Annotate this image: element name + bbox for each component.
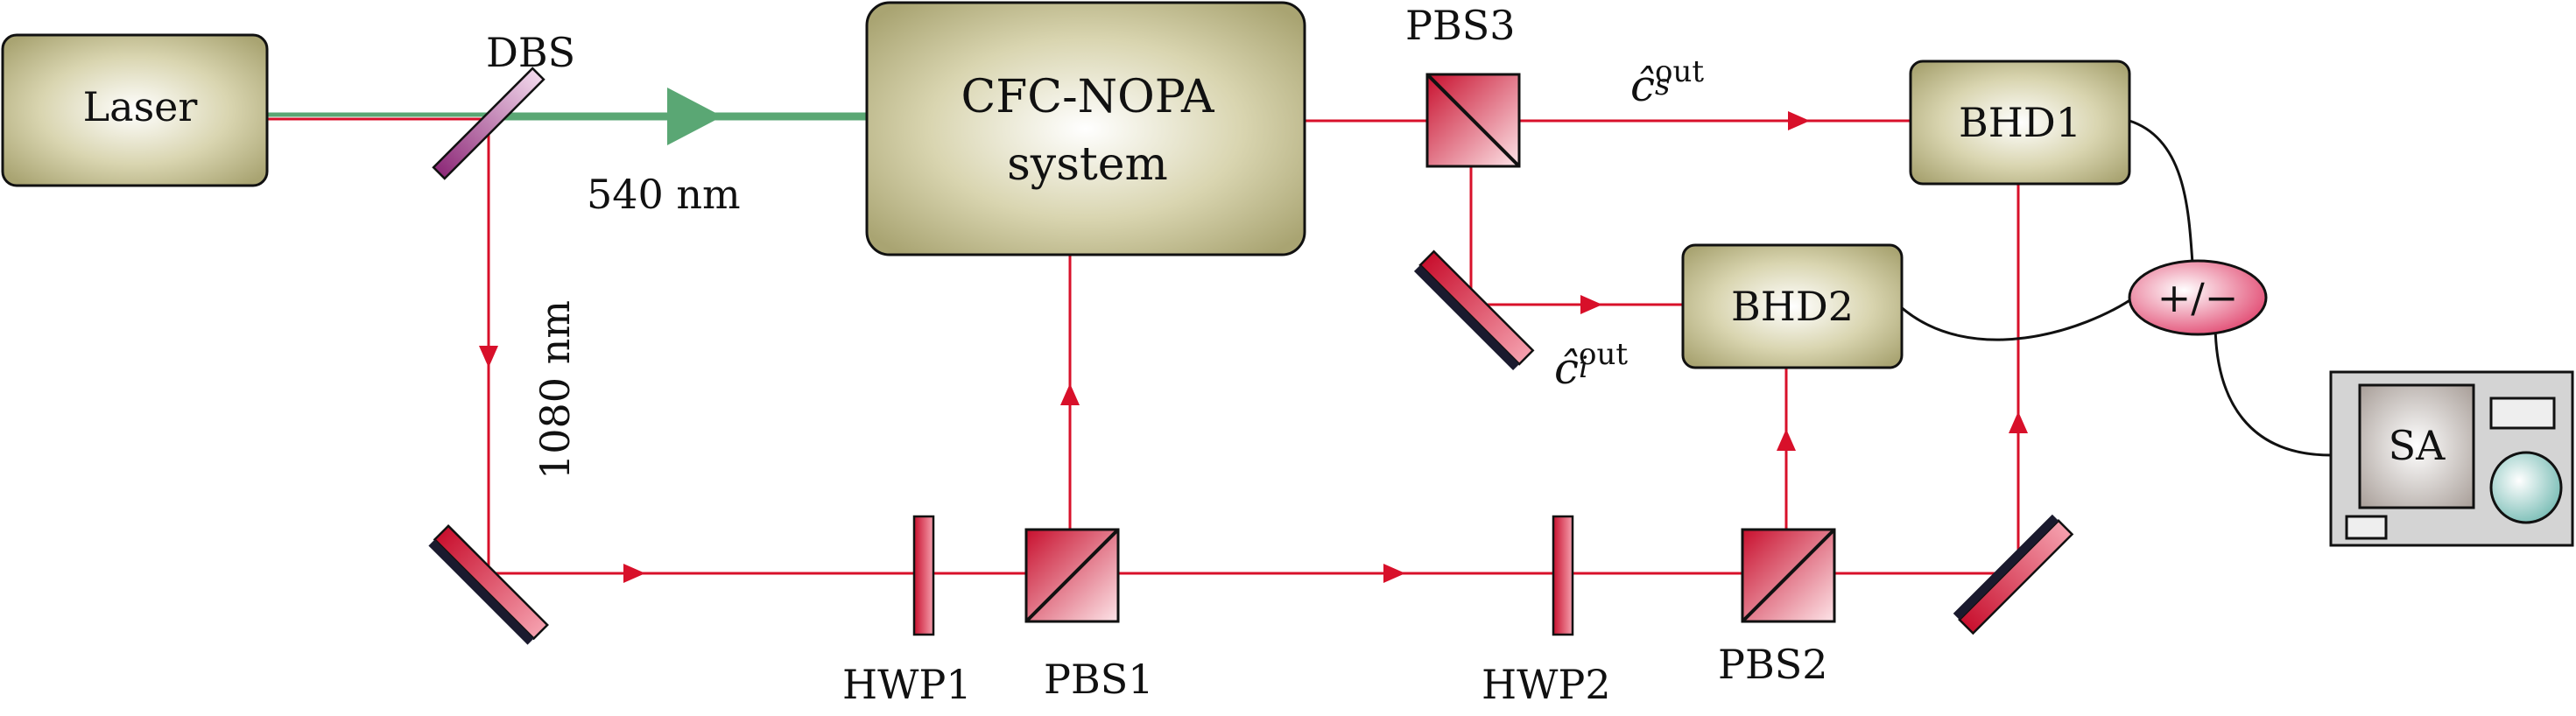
laser-label: Laser xyxy=(83,83,198,130)
pbs1-cube xyxy=(1024,528,1120,623)
hwp1-plate xyxy=(912,515,935,636)
arrow-pbs2-up xyxy=(1777,429,1796,451)
signal-output-sup: out xyxy=(1655,54,1704,89)
cable-bhd2-combiner xyxy=(1899,294,2137,341)
mirror-bottom-left-face xyxy=(433,524,549,641)
bhd1-label: BHD1 xyxy=(1959,99,2081,146)
hwp1-label: HWP1 xyxy=(842,661,972,708)
dbs-plate xyxy=(432,67,545,180)
mirror-idler xyxy=(1413,249,1535,371)
pbs3-diagonal xyxy=(1425,73,1521,168)
arrow-signal xyxy=(1788,111,1810,130)
bhd1-box: BHD1 xyxy=(1909,60,2131,186)
dbs-mirror xyxy=(432,67,545,180)
cfc-nopa-label-line1: CFC-NOPA xyxy=(961,71,1215,123)
arrow-bottom-2 xyxy=(1383,564,1405,583)
mirror-bottom-right-face xyxy=(1958,519,2074,635)
cfc-nopa-box-body xyxy=(865,1,1306,256)
bhd1-box-body xyxy=(1909,60,2131,186)
pbs1-label: PBS1 xyxy=(1044,656,1154,703)
pbs2-cube xyxy=(1741,528,1836,623)
idler-output-sub: i xyxy=(1579,350,1588,385)
pbs3-label: PBS3 xyxy=(1405,2,1516,49)
pbs1-diagonal xyxy=(1024,528,1120,623)
idler-output-base: ĉ xyxy=(1554,343,1579,394)
bhd2-box-body xyxy=(1681,243,1904,369)
wavelength-red-label: 1080 nm xyxy=(531,300,579,480)
cable-combiner-sa xyxy=(2214,321,2332,457)
arrow-pbs1-up xyxy=(1060,383,1080,405)
mirror-bottom-left-backing xyxy=(428,539,534,645)
combiner-node: +/− xyxy=(2128,259,2268,336)
pbs2-label: PBS2 xyxy=(1718,641,1828,688)
pbs3-cube xyxy=(1425,73,1521,168)
pbs2-diagonal xyxy=(1741,528,1836,623)
bhd2-box: BHD2 xyxy=(1681,243,1904,369)
mirror-bottom-right-backing xyxy=(1953,514,2059,620)
mirror-bottom-left xyxy=(428,524,549,645)
mirror-idler-backing xyxy=(1413,264,1520,371)
hwp2-label: HWP2 xyxy=(1482,661,1611,708)
mirror-bottom-right xyxy=(1953,514,2074,635)
sa-display-slot xyxy=(2489,397,2556,430)
sa-button xyxy=(2345,515,2388,540)
idler-output-label: ĉout xyxy=(1554,337,1628,394)
arrow-bottom-1 xyxy=(623,564,645,583)
cables xyxy=(1899,119,2332,457)
cfc-nopa-box: CFC-NOPA system xyxy=(865,1,1306,256)
combiner-ellipse xyxy=(2128,259,2268,336)
arrow-mirror-up xyxy=(2009,411,2028,433)
signal-output-label: ĉout xyxy=(1630,54,1704,111)
beam-green-arrow xyxy=(667,88,722,145)
mirror-idler-face xyxy=(1418,249,1535,366)
laser-box: Laser xyxy=(1,33,269,187)
signal-output-base: ĉ xyxy=(1630,60,1655,111)
signal-output-sub: s xyxy=(1655,67,1670,102)
dbs-label: DBS xyxy=(486,29,575,76)
laser-box-body xyxy=(1,33,269,187)
combiner-label: +/− xyxy=(2157,274,2239,321)
wavelength-green-label: 540 nm xyxy=(587,171,741,218)
cable-bhd1-combiner xyxy=(2129,119,2195,277)
arrow-idler xyxy=(1580,295,1602,314)
spectrum-analyzer: SA xyxy=(2329,370,2574,547)
bhd2-label: BHD2 xyxy=(1731,283,1854,330)
idler-output-sup: out xyxy=(1579,337,1628,372)
sa-knob xyxy=(2489,451,2563,524)
cfc-nopa-label-line2: system xyxy=(1007,138,1168,191)
arrow-down-1080 xyxy=(479,346,498,368)
hwp2-plate xyxy=(1552,515,1574,636)
sa-label: SA xyxy=(2389,422,2446,469)
sa-screen xyxy=(2358,383,2475,509)
